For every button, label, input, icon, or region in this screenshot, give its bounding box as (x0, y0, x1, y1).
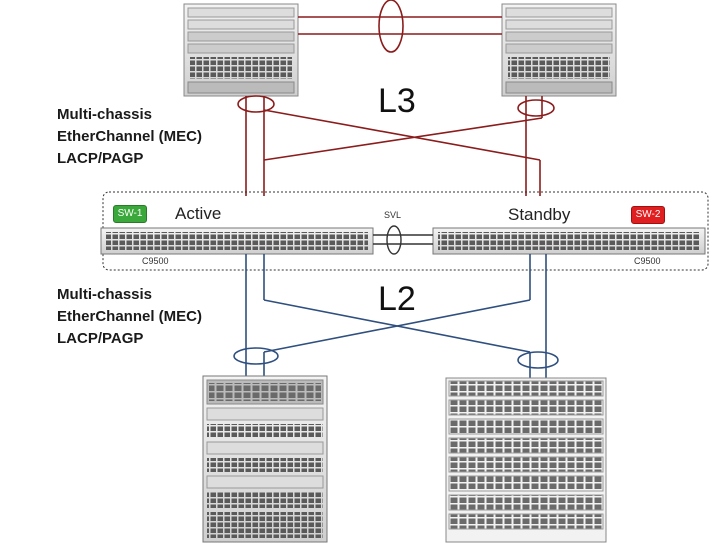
mec-bottom-line-3: LACP/PAGP (57, 330, 144, 347)
l3-bundle-ring-left (237, 95, 275, 113)
core-chassis-right (501, 3, 617, 97)
sw2-badge: SW-2 (631, 206, 665, 224)
mec-bottom-line-1: Multi-chassis (57, 286, 153, 303)
core-chassis-left (183, 3, 299, 97)
standby-label: Standby (508, 205, 571, 224)
c9500-switch-left (100, 227, 374, 255)
mec-label-top: Multi-chassis EtherChannel (MEC) LACP/PA… (57, 104, 202, 170)
svl-bundle-ring (386, 225, 402, 255)
l3-bundle-ring-right (517, 99, 555, 117)
core-interlink (298, 0, 502, 53)
mec-top-line-2: EtherChannel (MEC) (57, 128, 203, 145)
l3-label: L3 (378, 82, 416, 120)
active-label: Active (175, 204, 222, 223)
model-label-left: C9500 (142, 256, 169, 266)
l2-links (233, 254, 559, 380)
l2-label: L2 (378, 280, 416, 318)
model-label-right: C9500 (634, 256, 661, 266)
access-chassis-left (202, 375, 328, 543)
mec-bottom-line-2: EtherChannel (MEC) (57, 308, 203, 325)
mec-label-bottom: Multi-chassis EtherChannel (MEC) LACP/PA… (57, 284, 202, 350)
access-stack-right (445, 377, 607, 543)
mec-top-line-3: LACP/PAGP (57, 150, 144, 167)
l2-bundle-ring-right (517, 351, 559, 369)
core-bundle-ring (378, 0, 404, 53)
l2-bundle-ring-left (233, 347, 279, 365)
svl-label: SVL (384, 210, 402, 220)
l3-links (237, 95, 555, 196)
c9500-switch-right (432, 227, 706, 255)
svl-link (373, 225, 433, 255)
mec-top-line-1: Multi-chassis (57, 106, 153, 123)
sw1-badge: SW-1 (113, 205, 147, 223)
